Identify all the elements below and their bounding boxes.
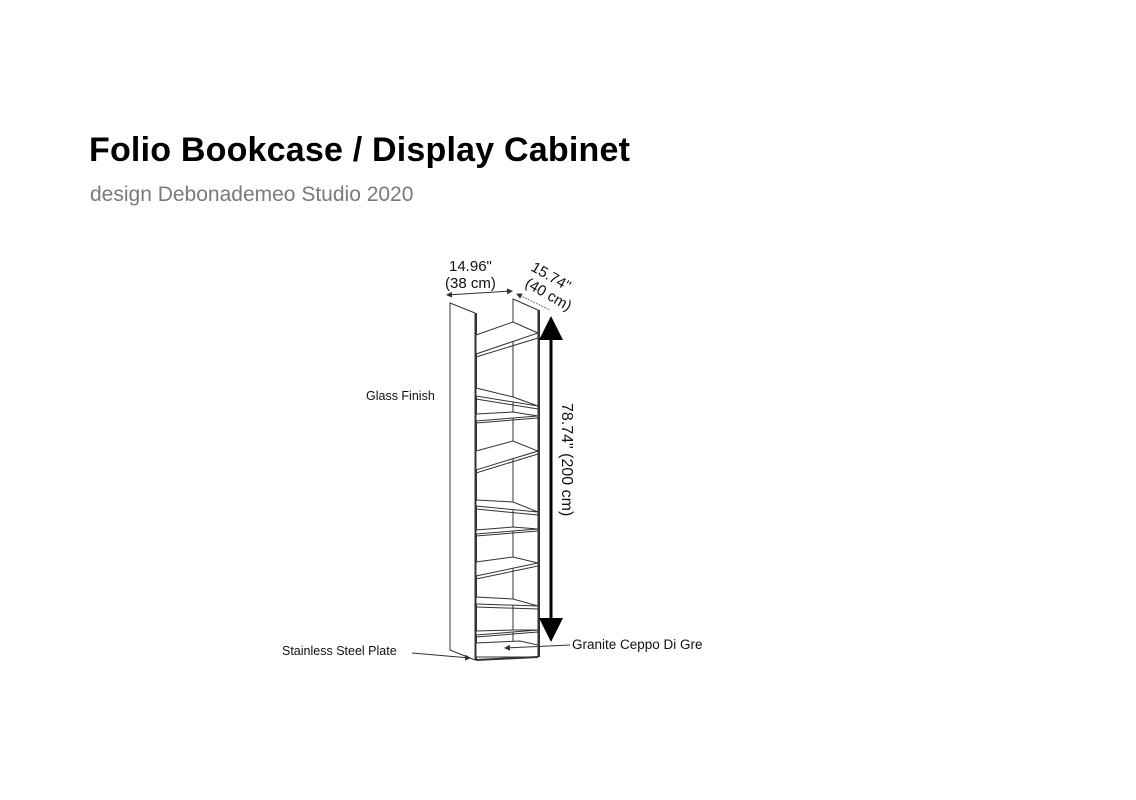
page-title: Folio Bookcase / Display Cabinet xyxy=(89,131,631,169)
granite-leader xyxy=(504,644,571,651)
bookcase-drawing xyxy=(449,298,540,661)
page-subtitle: design Debonademeo Studio 2020 xyxy=(90,183,414,206)
width-inches: 14.96" xyxy=(449,258,492,275)
left-side-panel xyxy=(449,302,476,661)
stainless-plate-label: Stainless Steel Plate xyxy=(282,644,397,658)
plate-leader xyxy=(411,652,471,661)
glass-finish-label: Glass Finish xyxy=(366,389,435,403)
shelves xyxy=(475,321,540,658)
height-label: 78.74" (200 cm) xyxy=(558,403,575,516)
granite-label: Granite Ceppo Di Gre xyxy=(572,637,703,652)
width-arrow xyxy=(446,288,513,298)
width-cm: (38 cm) xyxy=(445,275,496,292)
depth-arrow xyxy=(516,293,551,311)
